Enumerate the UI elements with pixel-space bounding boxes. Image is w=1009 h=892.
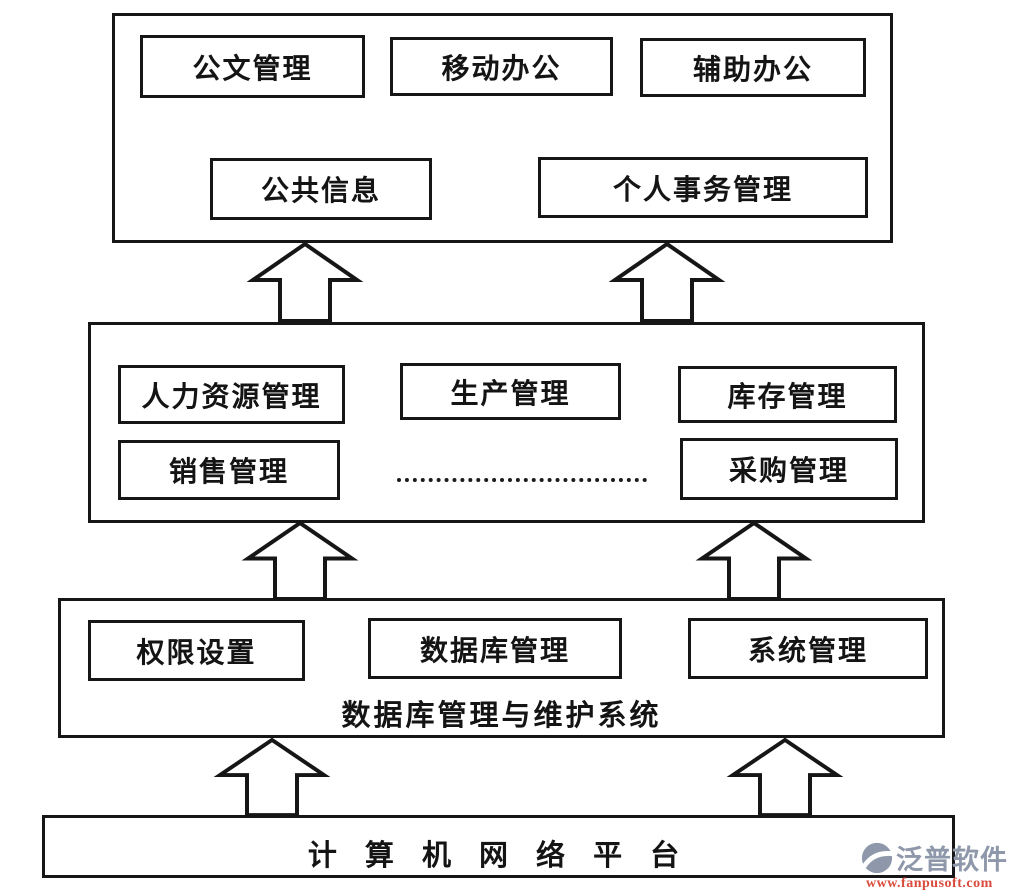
database-layer-caption: 数据库管理与维护系统 <box>341 700 662 732</box>
module-sales-management: 销售管理 <box>118 440 340 500</box>
module-document-management: 公文管理 <box>140 35 365 98</box>
database-maintenance-layer: 权限设置 数据库管理 系统管理 数据库管理与维护系统 <box>58 598 945 738</box>
platform-layer-caption: 计 算 机 网 络 平 台 <box>307 840 690 872</box>
up-arrow-icon <box>213 738 331 816</box>
watermark-brand-text: 泛普软件 <box>896 845 1008 875</box>
up-arrow-icon <box>726 738 844 816</box>
module-production-management: 生产管理 <box>400 363 621 420</box>
module-procurement-management: 采购管理 <box>680 438 898 500</box>
vendor-watermark: 泛普软件 www.fanpusoft.com <box>860 838 1009 892</box>
module-human-resource-management: 人力资源管理 <box>118 365 345 424</box>
module-database-management: 数据库管理 <box>368 618 622 679</box>
module-public-information: 公共信息 <box>210 158 432 220</box>
watermark-url-text: www.fanpusoft.com <box>866 876 993 891</box>
ellipsis-dashed-line <box>397 478 647 482</box>
up-arrow-icon <box>241 521 359 600</box>
fanpu-logo-icon <box>861 842 894 873</box>
module-system-management: 系统管理 <box>688 618 928 679</box>
module-inventory-management: 库存管理 <box>678 366 897 423</box>
module-auxiliary-office: 辅助办公 <box>640 38 866 97</box>
network-platform-layer: 计 算 机 网 络 平 台 <box>42 815 955 878</box>
office-application-layer: 公文管理 移动办公 辅助办公 公共信息 个人事务管理 <box>112 13 893 243</box>
up-arrow-icon <box>246 242 364 322</box>
module-permission-settings: 权限设置 <box>88 620 305 681</box>
up-arrow-icon <box>608 242 726 322</box>
module-personal-affairs-management: 个人事务管理 <box>538 157 868 218</box>
up-arrow-icon <box>695 521 813 600</box>
module-mobile-office: 移动办公 <box>390 37 613 96</box>
erp-management-layer: 人力资源管理 生产管理 库存管理 销售管理 采购管理 <box>88 322 925 523</box>
